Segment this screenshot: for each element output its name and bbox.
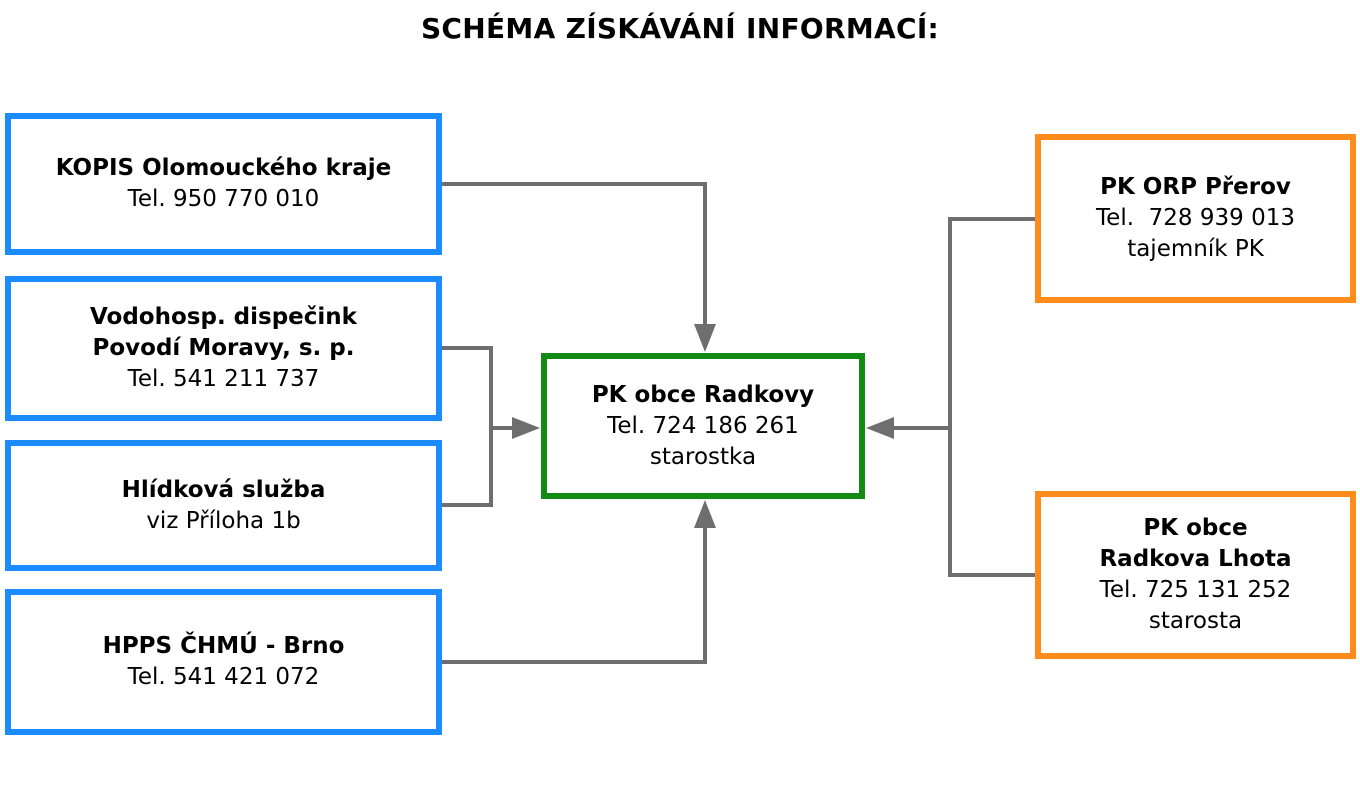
node-center: PK obce Radkovy Tel. 724 186 261 starost…	[541, 353, 865, 499]
node-kopis-phone: Tel. 950 770 010	[127, 186, 320, 212]
node-kopis: KOPIS Olomouckého kraje Tel. 950 770 010	[5, 113, 442, 255]
node-vodohosp-name-1: Vodohosp. dispečink	[90, 304, 357, 330]
node-vodohosp-phone: Tel. 541 211 737	[127, 366, 320, 392]
node-orp-role: tajemník PK	[1127, 236, 1264, 262]
arrow-hpps-up	[694, 500, 716, 528]
node-orp-name: PK ORP Přerov	[1100, 174, 1291, 200]
node-hlidkova-note: viz Příloha 1b	[146, 507, 301, 534]
node-vodohosp: Vodohosp. dispečink Povodí Moravy, s. p.…	[5, 276, 442, 421]
node-vodohosp-name-2: Povodí Moravy, s. p.	[92, 335, 355, 361]
node-orp: PK ORP Přerov Tel. 728 939 013 tajemník …	[1035, 134, 1356, 303]
edge-orp-bracket	[948, 217, 1035, 577]
node-hpps-phone: Tel. 541 421 072	[127, 664, 320, 690]
node-kopis-name: KOPIS Olomouckého kraje	[55, 155, 392, 181]
arrow-right-bracket-left	[866, 417, 894, 439]
node-lhota-role: starosta	[1148, 608, 1243, 634]
node-hpps-name: HPPS ČHMÚ - Brno	[102, 633, 345, 659]
diagram-title: SCHÉMA ZÍSKÁVÁNÍ INFORMACÍ:	[420, 12, 940, 45]
node-hlidkova-name: Hlídková služba	[121, 476, 326, 503]
arrow-kopis-down	[694, 324, 716, 352]
arrow-left-bracket-right	[512, 417, 540, 439]
node-hpps: HPPS ČHMÚ - Brno Tel. 541 421 072	[5, 589, 442, 735]
node-lhota-name-1: PK obce	[1143, 515, 1248, 541]
edge-vodohosp-bracket	[442, 346, 493, 507]
node-lhota-phone: Tel. 725 131 252	[1099, 577, 1292, 603]
edge-hpps-center	[442, 522, 707, 664]
edge-kopis-center	[442, 182, 707, 330]
node-lhota-name-2: Radkova Lhota	[1099, 546, 1292, 572]
node-center-role: starostka	[649, 443, 757, 470]
node-center-phone: Tel. 724 186 261	[607, 412, 799, 439]
node-lhota: PK obce Radkova Lhota Tel. 725 131 252 s…	[1035, 491, 1356, 659]
node-orp-phone: Tel. 728 939 013	[1096, 205, 1295, 231]
node-center-name: PK obce Radkovy	[591, 381, 815, 408]
node-hlidkova: Hlídková služba viz Příloha 1b	[5, 440, 442, 571]
